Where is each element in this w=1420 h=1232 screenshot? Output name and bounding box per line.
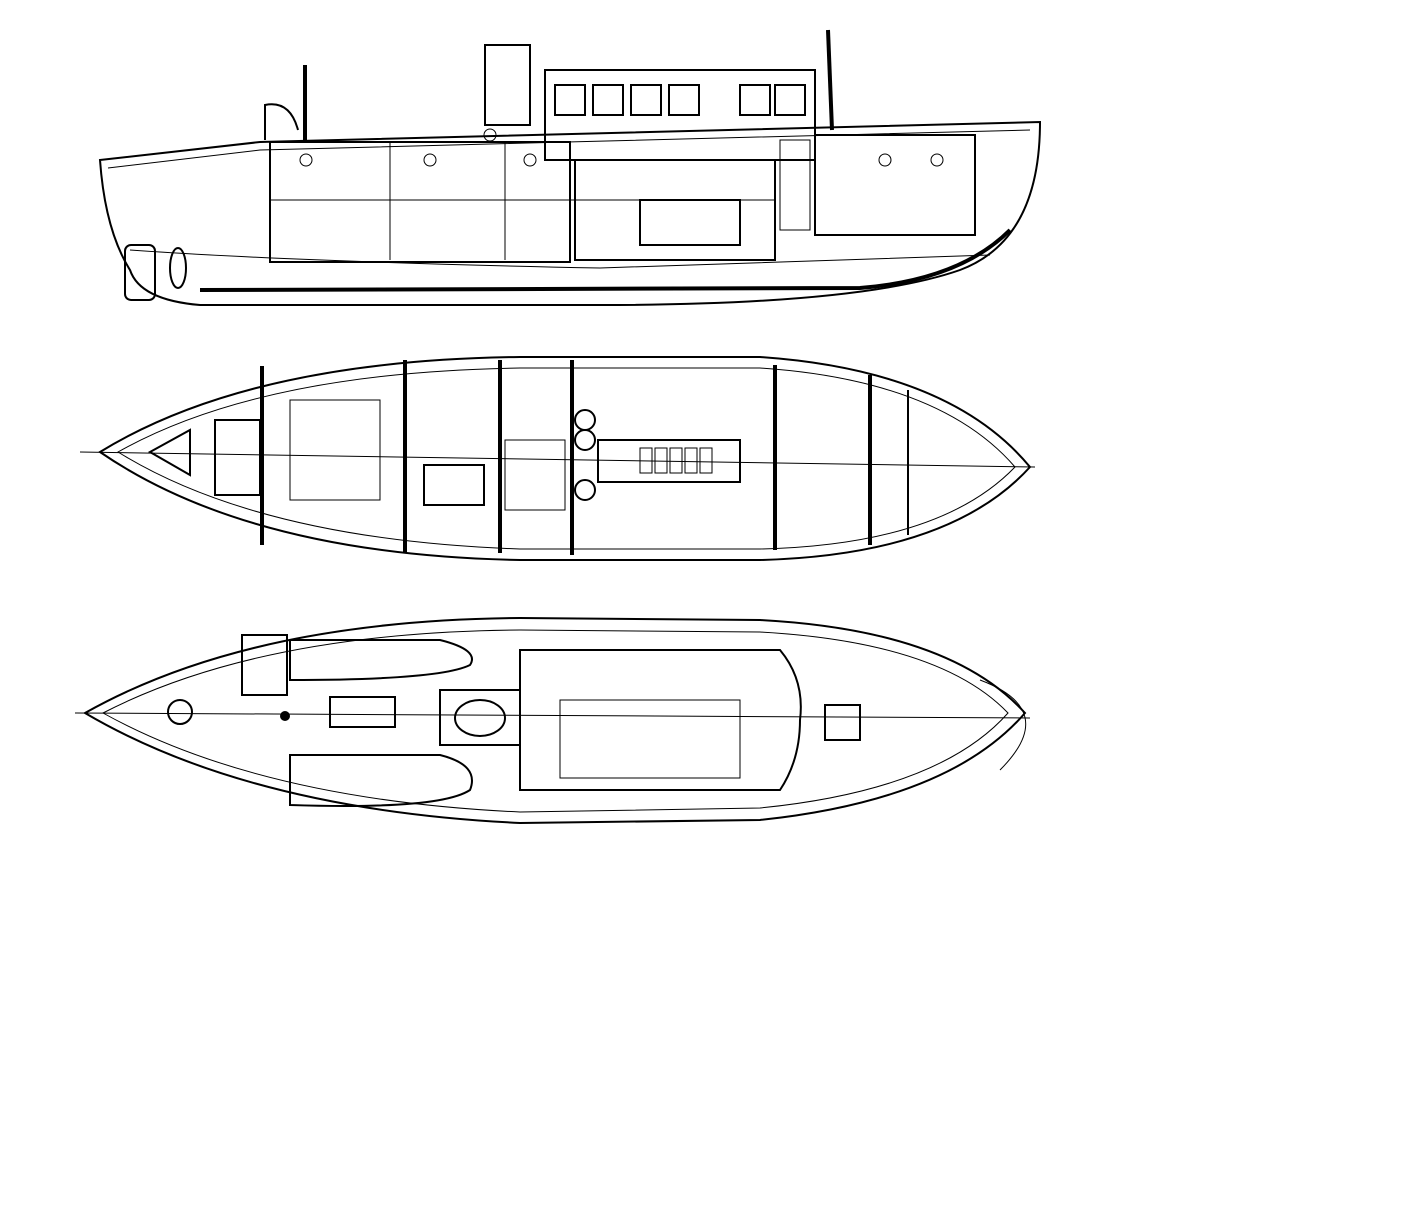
lifeboat-port bbox=[289, 639, 473, 682]
deckhouse bbox=[519, 649, 802, 791]
engine-block bbox=[639, 199, 741, 246]
wheelhouse-windows bbox=[554, 84, 806, 116]
accommodation-plan bbox=[79, 356, 1036, 561]
engine-block-plan bbox=[597, 439, 741, 483]
bow-arc bbox=[979, 679, 1027, 771]
profile-sheer bbox=[107, 129, 1031, 169]
funnel bbox=[484, 44, 531, 126]
deck-inner-hull bbox=[101, 629, 1009, 813]
propeller bbox=[169, 247, 187, 289]
deck-hull bbox=[82, 616, 1027, 825]
portholes bbox=[299, 128, 944, 167]
ventilator bbox=[264, 103, 299, 140]
profile-keel bbox=[199, 228, 1012, 292]
rudder bbox=[124, 244, 156, 301]
forward-cabin bbox=[814, 134, 976, 236]
main-mast bbox=[826, 29, 834, 131]
profile-view bbox=[98, 29, 1042, 306]
bulkheads bbox=[260, 360, 909, 555]
bow-fitting bbox=[147, 428, 191, 477]
hatch bbox=[329, 696, 396, 728]
table bbox=[423, 464, 485, 506]
aft-cabin bbox=[269, 141, 571, 263]
deck-plan bbox=[74, 616, 1031, 825]
wheelhouse bbox=[544, 69, 816, 161]
lifeboat-starboard bbox=[289, 754, 473, 807]
skylight bbox=[439, 689, 521, 746]
profile-waterline bbox=[129, 249, 991, 269]
capstan bbox=[167, 699, 193, 725]
stairs bbox=[779, 139, 811, 231]
